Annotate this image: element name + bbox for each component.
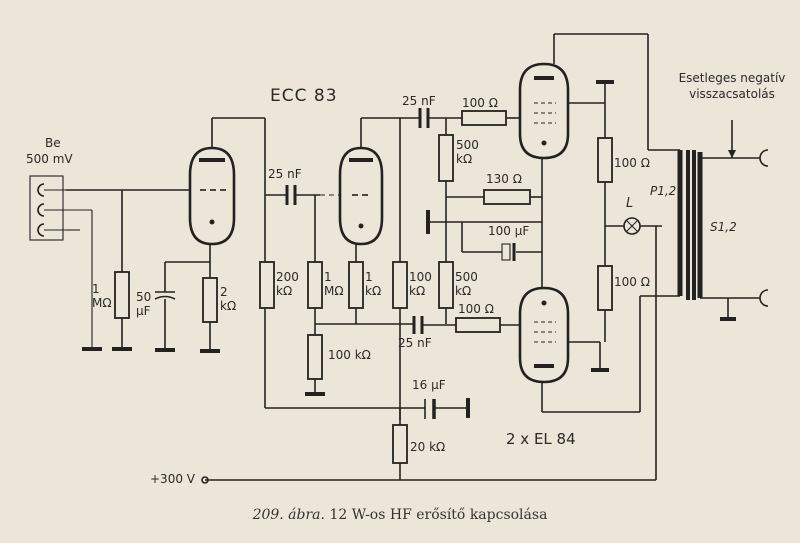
label-secondary: S1,2: [710, 220, 737, 234]
triode-2: [338, 146, 384, 246]
label-input-level: 500 mV: [26, 152, 73, 166]
label-r-200k: 200 kΩ: [276, 270, 299, 298]
label-r-100-bot: 100 Ω: [458, 302, 494, 316]
label-r-500k-bot: 500 kΩ: [455, 270, 478, 298]
resistor-200k: [259, 261, 275, 309]
label-r-1m-in: 1 MΩ: [92, 282, 112, 310]
label-c-100uf: 100 µF: [488, 224, 530, 238]
label-r-500k-top: 500 kΩ: [456, 138, 479, 166]
label-primary: P1,2: [650, 184, 677, 198]
label-r-1m-mid: 1 MΩ: [324, 270, 344, 298]
label-r-1k: 1 kΩ: [365, 270, 382, 298]
label-r-20k: 20 kΩ: [410, 440, 446, 454]
label-r-100-right-bot: 100 Ω: [614, 275, 650, 289]
label-c-50uf: 50 µF: [136, 290, 152, 318]
label-feedback: Esetleges negatív visszacsatolás: [678, 71, 786, 101]
label-ecc83: ECC 83: [270, 86, 338, 106]
pentode-2: [518, 286, 570, 384]
output-transformer: [640, 120, 769, 321]
label-c-25nf-mid: 25 nF: [268, 167, 302, 181]
label-lamp: L: [626, 196, 634, 211]
label-c-25nf-top: 25 nF: [402, 94, 436, 108]
supply-terminal: [201, 476, 209, 484]
label-c-25nf-bot: 25 nF: [398, 336, 432, 350]
label-r-130: 130 Ω: [486, 172, 522, 186]
triode-1: [188, 146, 236, 246]
pentode-1: [518, 62, 570, 160]
label-r-100k-a: 100 kΩ: [328, 348, 371, 362]
caption-number: 209. ábra.: [252, 507, 325, 523]
label-r-100k-b: 100 kΩ: [409, 270, 432, 298]
label-c-16uf: 16 µF: [412, 378, 446, 392]
label-r-100-right-top: 100 Ω: [614, 156, 650, 170]
label-el84: 2 x EL 84: [506, 430, 576, 448]
label-be: Be: [45, 136, 61, 150]
label-supply: +300 V: [150, 472, 195, 486]
label-r-2k: 2 kΩ: [220, 285, 237, 313]
input-jacks: [29, 175, 66, 241]
caption-text: 12 W-os HF erősítő kapcsolása: [329, 507, 548, 523]
figure-caption: 209. ábra. 12 W-os HF erősítő kapcsolása: [0, 507, 800, 523]
label-r-100-top: 100 Ω: [462, 96, 498, 110]
